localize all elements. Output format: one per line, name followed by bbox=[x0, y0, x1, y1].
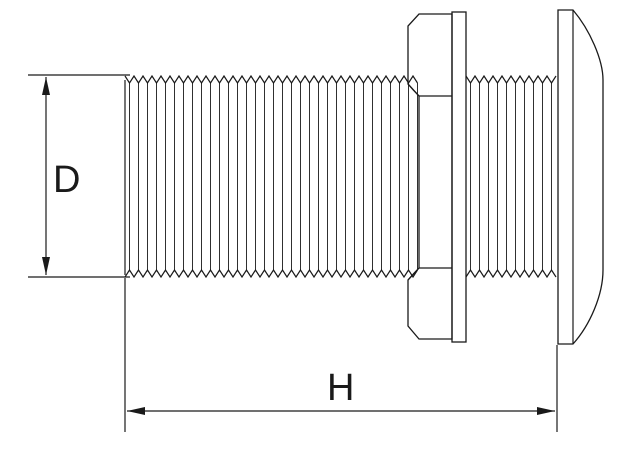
nut-curve-top bbox=[407, 83, 420, 97]
thread-crest-bottom bbox=[124, 268, 419, 279]
washer bbox=[451, 11, 467, 343]
threaded-body bbox=[124, 74, 419, 279]
thread-crest-top bbox=[124, 74, 419, 85]
hex-nut bbox=[407, 13, 453, 340]
h-label: H bbox=[327, 367, 354, 409]
nut-outline bbox=[407, 13, 453, 340]
short-thread-crest-top bbox=[465, 74, 557, 85]
short-thread-crest-bottom bbox=[465, 268, 557, 279]
washer-outline bbox=[451, 11, 467, 343]
short-thread-section bbox=[465, 74, 557, 279]
diameter-dimension: D bbox=[28, 74, 130, 278]
nut-curve-bottom bbox=[407, 267, 420, 281]
h-arrow-left bbox=[127, 407, 145, 415]
short-thread-lines bbox=[470, 83, 552, 270]
thread-lines bbox=[129, 83, 418, 270]
d-label: D bbox=[53, 159, 80, 201]
flange-head bbox=[557, 9, 604, 345]
flange-outline bbox=[557, 9, 604, 345]
d-arrow-top bbox=[42, 77, 50, 95]
d-arrow-bottom bbox=[42, 257, 50, 275]
h-arrow-right bbox=[537, 407, 555, 415]
height-dimension: H bbox=[124, 278, 558, 432]
